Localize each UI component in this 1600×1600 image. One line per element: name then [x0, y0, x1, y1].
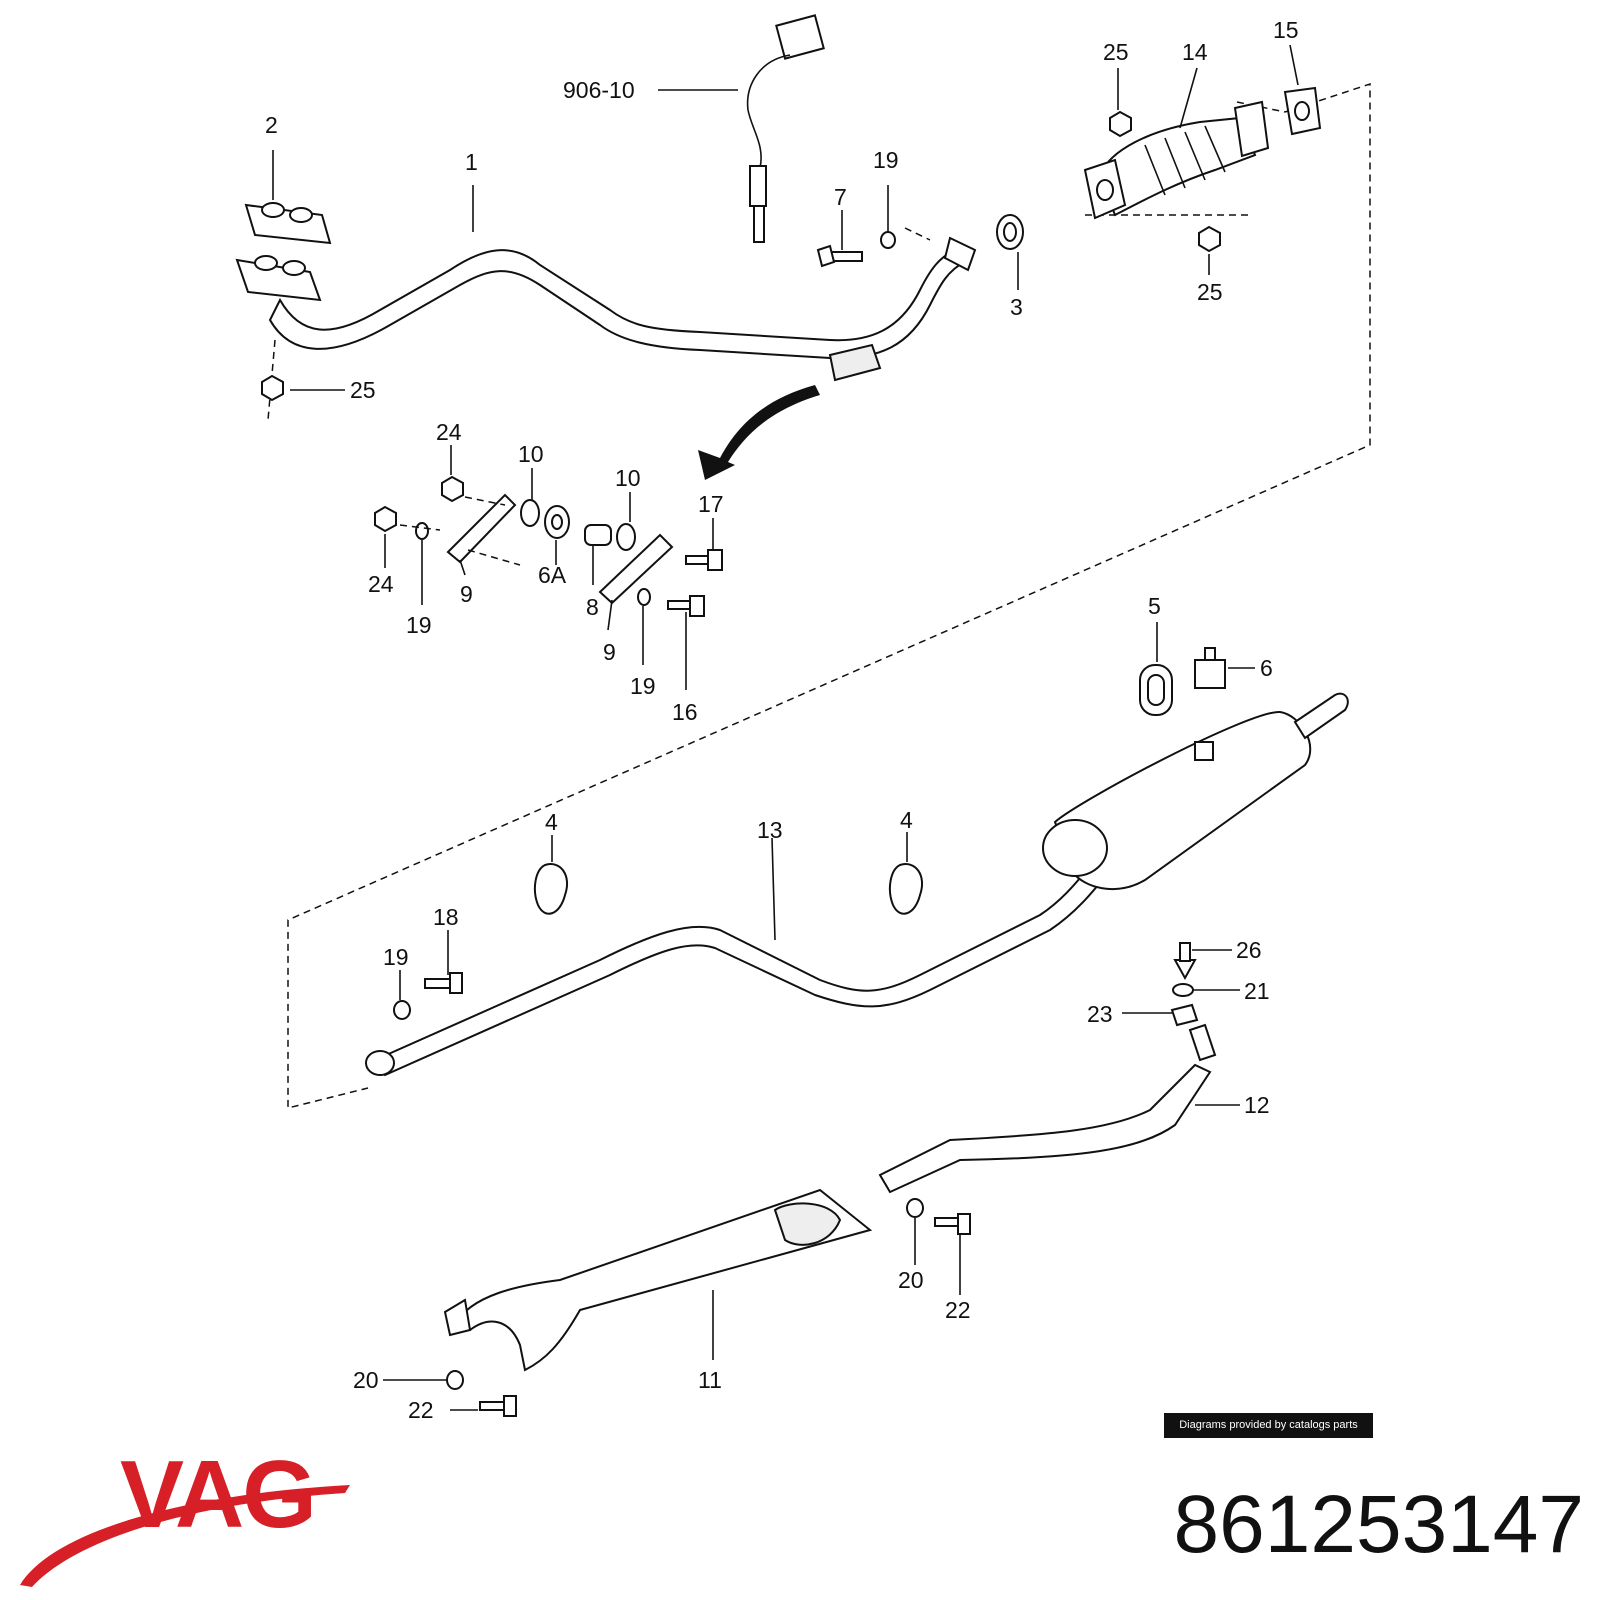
callout-10: 10 [615, 465, 641, 491]
callout-20: 20 [353, 1367, 379, 1393]
callout-25: 25 [350, 377, 376, 403]
catalytic-converter [1083, 86, 1322, 220]
callout-11: 11 [698, 1367, 722, 1393]
vag-logo-swoosh [20, 1485, 350, 1587]
callout-3: 3 [1010, 294, 1023, 320]
heat-shield [443, 1188, 971, 1417]
callout-7: 7 [834, 184, 847, 210]
mounting-bracket-detail [374, 475, 723, 617]
callout-24: 24 [436, 419, 462, 445]
callout-8: 8 [586, 594, 599, 620]
callout-13: 13 [757, 817, 783, 843]
callout-2: 2 [265, 112, 278, 138]
callout-19: 19 [406, 612, 432, 638]
detail-arrow [698, 385, 820, 480]
vag-logo-text: VAG [120, 1441, 317, 1548]
rear-exhaust-pipe-muffler [365, 692, 1349, 1077]
callout-21: 21 [1244, 978, 1270, 1004]
callout-25: 25 [1103, 39, 1129, 65]
callout-1: 1 [465, 149, 478, 175]
callout-19: 19 [873, 147, 899, 173]
callout-6: 6 [1260, 655, 1273, 681]
callout-labels: 906-10 2 1 25 7 19 3 25 14 15 25 24 10 1… [265, 17, 1299, 1423]
callout-906-10: 906-10 [563, 77, 635, 103]
callout-10: 10 [518, 441, 544, 467]
callout-9: 9 [460, 581, 473, 607]
callout-6a: 6A [538, 562, 567, 588]
callout-4: 4 [900, 807, 913, 833]
front-exhaust-pipe [235, 202, 977, 382]
rubber-mounts [1139, 647, 1226, 716]
callout-17: 17 [698, 491, 724, 517]
callout-16: 16 [672, 699, 698, 725]
leader-lines [272, 44, 1299, 1411]
heat-shield-bracket [878, 942, 1217, 1194]
callout-15: 15 [1273, 17, 1299, 43]
callout-20: 20 [898, 1267, 924, 1293]
callout-24: 24 [368, 571, 394, 597]
callout-22: 22 [945, 1297, 971, 1323]
callout-12: 12 [1244, 1092, 1270, 1118]
diagram-credit-badge: Diagrams provided by catalogs parts [1164, 1413, 1373, 1438]
upper-fasteners [261, 110, 1221, 402]
callout-9: 9 [603, 639, 616, 665]
callout-19: 19 [383, 944, 409, 970]
callout-4: 4 [545, 809, 558, 835]
callout-5: 5 [1148, 593, 1161, 619]
callout-25: 25 [1197, 279, 1223, 305]
oxygen-sensor [746, 14, 825, 243]
callout-19: 19 [630, 673, 656, 699]
callout-26: 26 [1236, 937, 1262, 963]
callout-18: 18 [433, 904, 459, 930]
callout-14: 14 [1182, 39, 1208, 65]
part-number: 861253147 [1173, 1479, 1584, 1570]
callout-23: 23 [1087, 1001, 1113, 1027]
callout-22: 22 [408, 1397, 434, 1423]
